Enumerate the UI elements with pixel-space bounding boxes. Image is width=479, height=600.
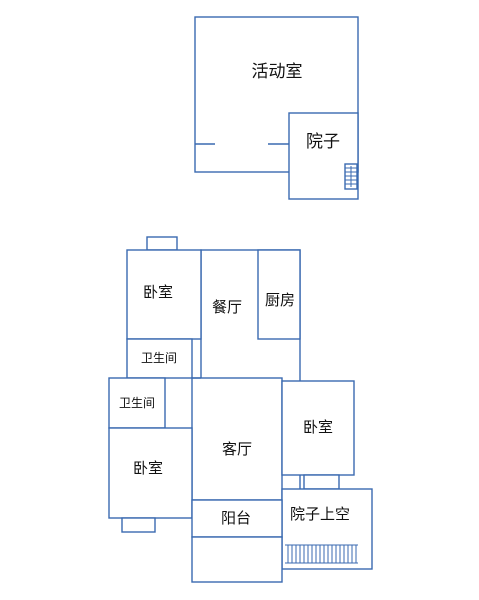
bathroom-left-label: 卫生间: [119, 396, 155, 410]
bedroom-right-wall: [281, 380, 355, 476]
living-room-label: 客厅: [222, 440, 252, 458]
courtyard-above-wall: [281, 488, 373, 570]
upper-stairs: [344, 163, 358, 190]
courtyard-label: 院子: [306, 132, 340, 152]
courtyard-above-label: 院子上空: [290, 505, 350, 523]
balcony-label: 阳台: [221, 509, 251, 527]
bottom-left-bump: [121, 517, 156, 533]
bedroom-bottom-left-label: 卧室: [133, 459, 163, 477]
bedroom-bottom-left-wall: [108, 427, 193, 519]
upper-floor: 活动室 院子: [194, 16, 359, 200]
kitchen-wall: [257, 249, 301, 340]
bathroom-left-wall: [108, 377, 166, 429]
bedroom-top-left-label: 卧室: [143, 283, 173, 301]
activity-room-label: 活动室: [252, 62, 303, 82]
dining-room-label: 餐厅: [212, 298, 242, 316]
balcony-wall: [191, 499, 283, 538]
lower-extension-wall: [191, 536, 283, 583]
bedroom-top-left-wall: [126, 249, 202, 340]
bedroom-right-label: 卧室: [303, 418, 333, 436]
living-room-wall: [191, 377, 283, 501]
bathroom-top-wall: [126, 338, 193, 379]
bathroom-top-label: 卫生间: [141, 351, 177, 365]
lower-floor: 卧室 餐厅 厨房 卫生间 卫生间 卧室 客厅 卧室 阳台 院子上空: [108, 236, 373, 583]
right-bump: [303, 474, 340, 490]
lower-stairs: [285, 544, 358, 564]
top-left-bump: [146, 236, 178, 251]
kitchen-label: 厨房: [265, 291, 295, 309]
